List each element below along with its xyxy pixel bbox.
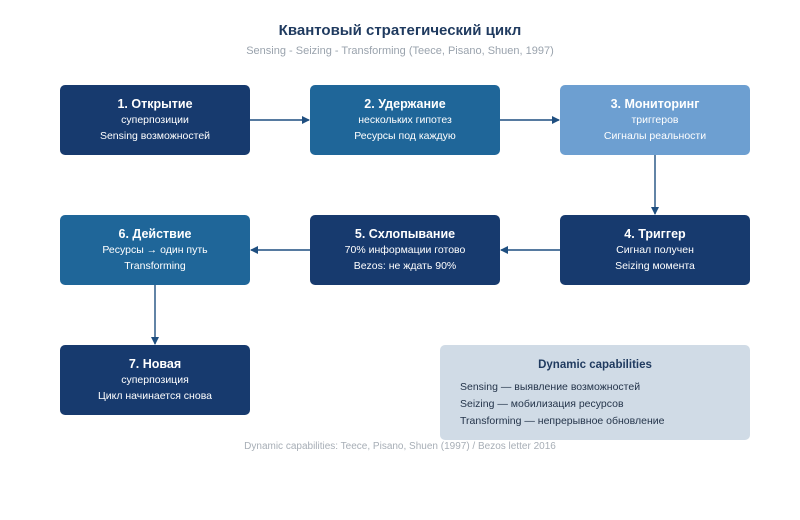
legend-title: Dynamic capabilities (538, 359, 652, 371)
legend-item-sensing: Sensing — выявление возможностей (460, 381, 641, 393)
step-3-line2: Сигналы реальности (603, 130, 707, 142)
step-2-box: 2. Удержание нескольких гипотез Ресурсы … (310, 85, 500, 155)
step-2-line1: нескольких гипотез (358, 114, 452, 126)
footer-citation: Dynamic capabilities: Teece, Pisano, Shu… (244, 441, 556, 452)
step-4-title: 4. Триггер (624, 227, 686, 241)
step-3-title: 3. Мониторинг (610, 97, 700, 111)
step-5-title: 5. Схлопывание (354, 227, 456, 241)
step-1-line1: суперпозиции (121, 114, 189, 126)
step-4-box: 4. Триггер Сигнал получен Seizing момент… (560, 215, 750, 285)
step-3-line1: триггеров (631, 114, 679, 126)
step-7-line2: Цикл начинается снова (98, 390, 212, 402)
step-5-line2: Bezos: не ждать 90% (353, 260, 457, 272)
legend-box: Dynamic capabilities Sensing — выявление… (440, 345, 750, 440)
step-7-box: 7. Новая суперпозиция Цикл начинается сн… (60, 345, 250, 415)
step-6-line1: Ресурсы → один путь (102, 244, 208, 256)
step-5-box: 5. Схлопывание 70% информации готово Bez… (310, 215, 500, 285)
page-title: Квантовый стратегический цикл (278, 22, 522, 39)
step-7-title: 7. Новая (128, 357, 182, 371)
step-7-line1: суперпозиция (121, 374, 189, 386)
step-6-line2: Transforming (124, 260, 186, 272)
legend-item-seizing: Seizing — мобилизация ресурсов (460, 398, 624, 410)
legend-item-transforming: Transforming — непрерывное обновление (460, 415, 665, 427)
page-subtitle: Sensing - Seizing - Transforming (Teece,… (246, 45, 554, 57)
step-6-box: 6. Действие Ресурсы → один путь Transfor… (60, 215, 250, 285)
step-2-line2: Ресурсы под каждую (354, 130, 456, 142)
step-4-line1: Сигнал получен (616, 244, 694, 256)
step-1-line2: Sensing возможностей (99, 130, 211, 142)
step-5-line1: 70% информации готово (344, 244, 466, 256)
step-4-line2: Seizing момента (615, 260, 695, 272)
step-6-title: 6. Действие (118, 227, 192, 241)
step-1-title: 1. Открытие (117, 97, 193, 111)
step-1-box: 1. Открытие суперпозиции Sensing возможн… (60, 85, 250, 155)
step-3-box: 3. Мониторинг триггеров Сигналы реальнос… (560, 85, 750, 155)
step-2-title: 2. Удержание (364, 97, 446, 111)
